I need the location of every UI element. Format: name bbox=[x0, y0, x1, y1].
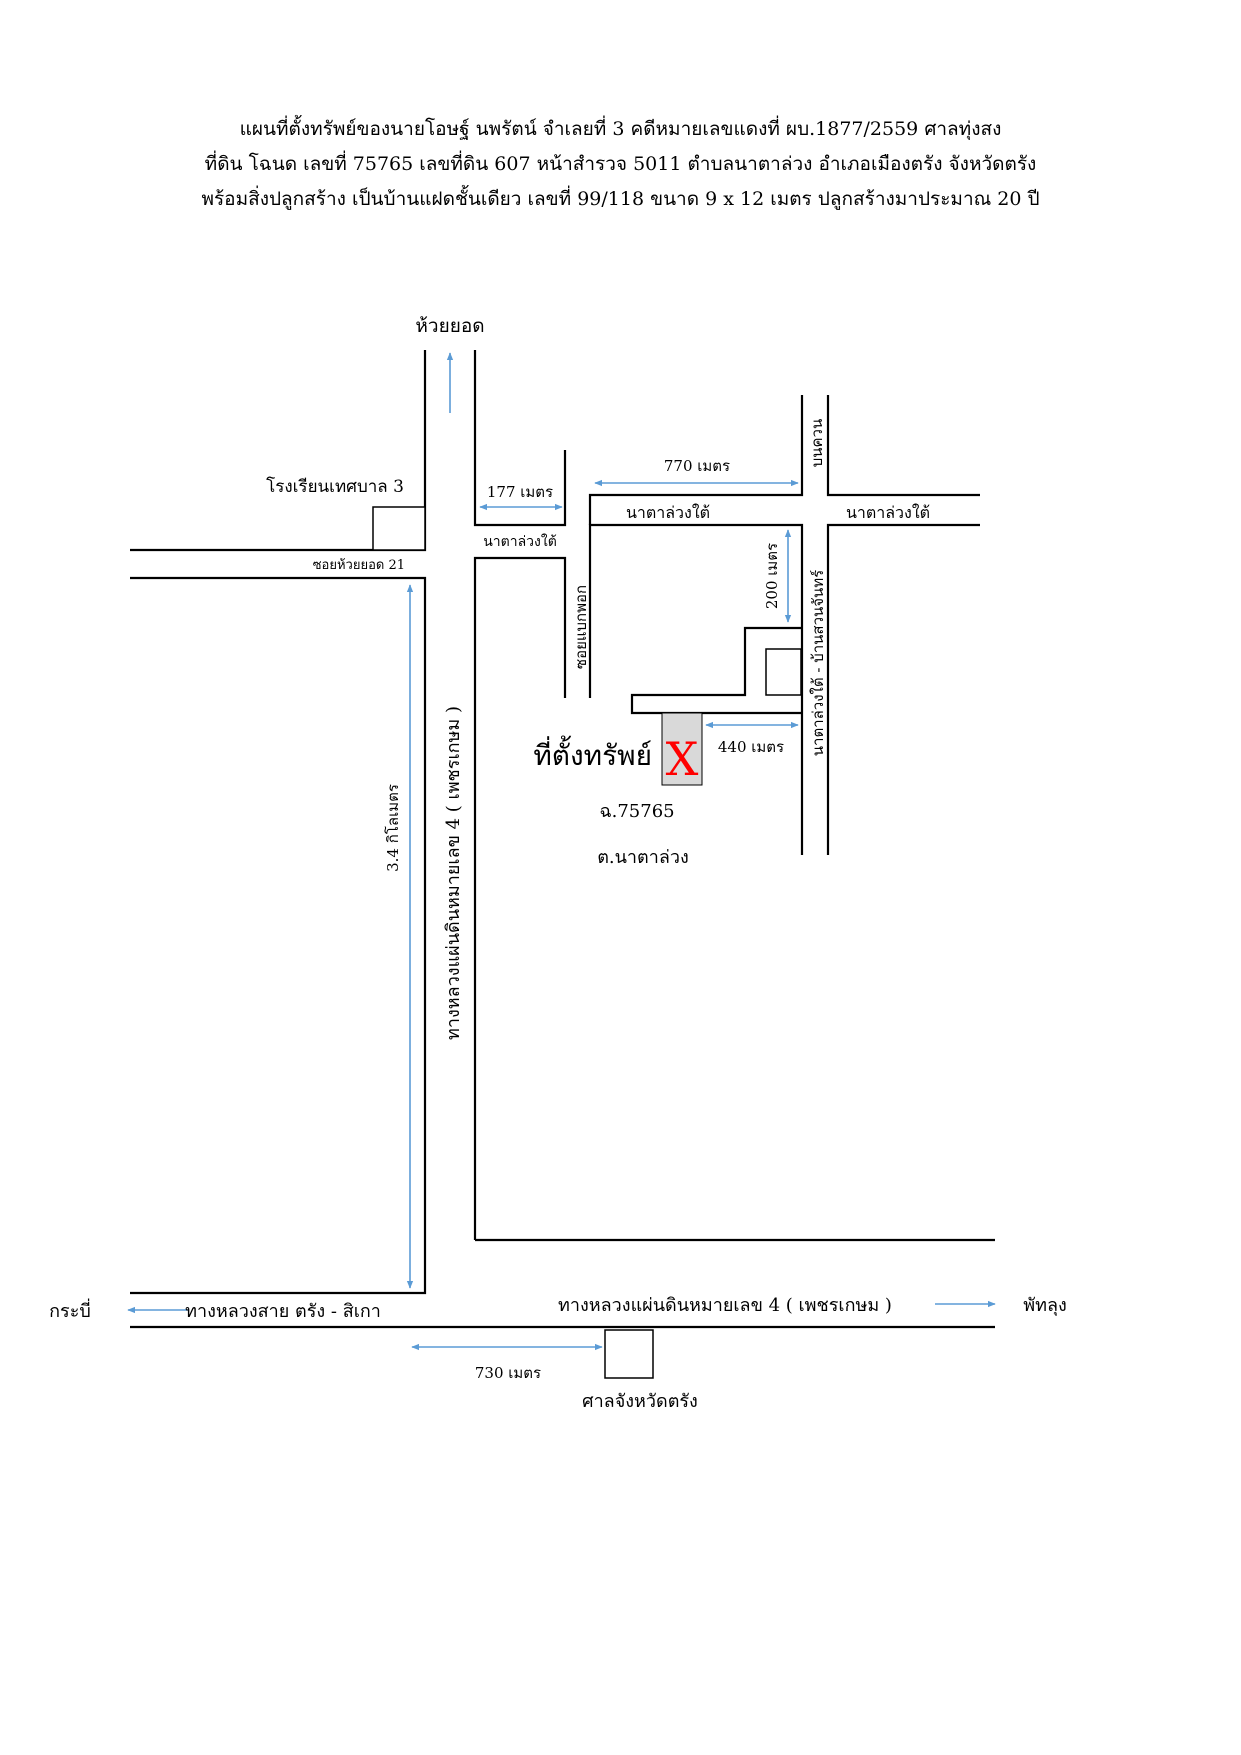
label-nataluang-ban-suan-chan: นาตาล่วงใต้ - บ้านสวนจันทร์ bbox=[809, 570, 827, 756]
label-phatthalung: พัทลุง bbox=[1023, 1295, 1067, 1316]
label-property: ที่ตั้งทรัพย์ bbox=[533, 735, 652, 772]
property-mark: X bbox=[666, 732, 699, 786]
label-deed-no: ฉ.75765 bbox=[599, 801, 674, 822]
access-lane bbox=[630, 626, 802, 715]
label-huai-yot: ห้วยยอด bbox=[415, 315, 484, 337]
nataluang-road-north-right bbox=[826, 395, 980, 497]
label-730m: 730 เมตร bbox=[475, 1364, 541, 1382]
nataluang-road-south bbox=[588, 523, 804, 855]
nataluang-road-north bbox=[588, 395, 804, 525]
label-krabi: กระบี่ bbox=[49, 1298, 91, 1322]
court-building bbox=[604, 1329, 654, 1379]
label-440m: 440 เมตร bbox=[718, 738, 784, 756]
label-tambon: ต.นาตาล่วง bbox=[597, 847, 689, 868]
highway4-inner-edge bbox=[473, 556, 567, 1240]
label-nataluang-tai-2: นาตาล่วงใต้ bbox=[626, 503, 710, 522]
label-200m: 200 เมตร bbox=[763, 543, 781, 609]
nataluang-road-south-right bbox=[826, 523, 980, 855]
header-line-3: พร้อมสิ่งปลูกสร้าง เป็นบ้านแฝดชั้นเดียว … bbox=[201, 188, 1040, 210]
header-line-1: แผนที่ตั้งทรัพย์ของนายโอษฐ์ นพรัตน์ จำเล… bbox=[239, 118, 1002, 140]
label-nataluang-tai-1: นาตาล่วงใต้ bbox=[483, 533, 557, 550]
label-bon-khuan: บนควน bbox=[808, 419, 826, 468]
house-building bbox=[765, 648, 802, 696]
map-header: แผนที่ตั้งทรัพย์ของนายโอษฐ์ นพรัตน์ จำเล… bbox=[0, 112, 1241, 217]
road-left-bottom-edge bbox=[130, 576, 427, 1295]
label-school: โรงเรียนเทศบาล 3 bbox=[266, 476, 404, 497]
label-770m: 770 เมตร bbox=[664, 457, 730, 475]
distance-arrows bbox=[127, 352, 996, 1351]
school-building bbox=[372, 506, 426, 551]
property-plot bbox=[661, 712, 703, 786]
label-3-4km: 3.4 กิโลเมตร bbox=[384, 784, 402, 872]
label-highway4-horizontal: ทางหลวงแผ่นดินหมายเลข 4 ( เพชรเกษม ) bbox=[558, 1295, 892, 1316]
label-highway4-vertical: ทางหลวงแผ่นดินหมายเลข 4 ( เพชรเกษม ) bbox=[443, 706, 464, 1040]
header-line-2: ที่ดิน โฉนด เลขที่ 75765 เลขที่ดิน 607 ห… bbox=[204, 153, 1037, 175]
label-177m: 177 เมตร bbox=[487, 483, 553, 501]
label-nataluang-tai-3: นาตาล่วงใต้ bbox=[846, 503, 930, 522]
label-soi-huai-yot-21: ซอยห้วยยอด 21 bbox=[313, 558, 405, 573]
label-soi-baek-phok: ซอยแบกพอก bbox=[572, 585, 590, 669]
label-court: ศาลจังหวัดตรัง bbox=[582, 1391, 698, 1412]
label-trang-sikao: ทางหลวงสาย ตรัง - สิเกา bbox=[185, 1301, 381, 1322]
highway4-right-edge bbox=[473, 350, 567, 527]
road-network bbox=[130, 350, 995, 1329]
